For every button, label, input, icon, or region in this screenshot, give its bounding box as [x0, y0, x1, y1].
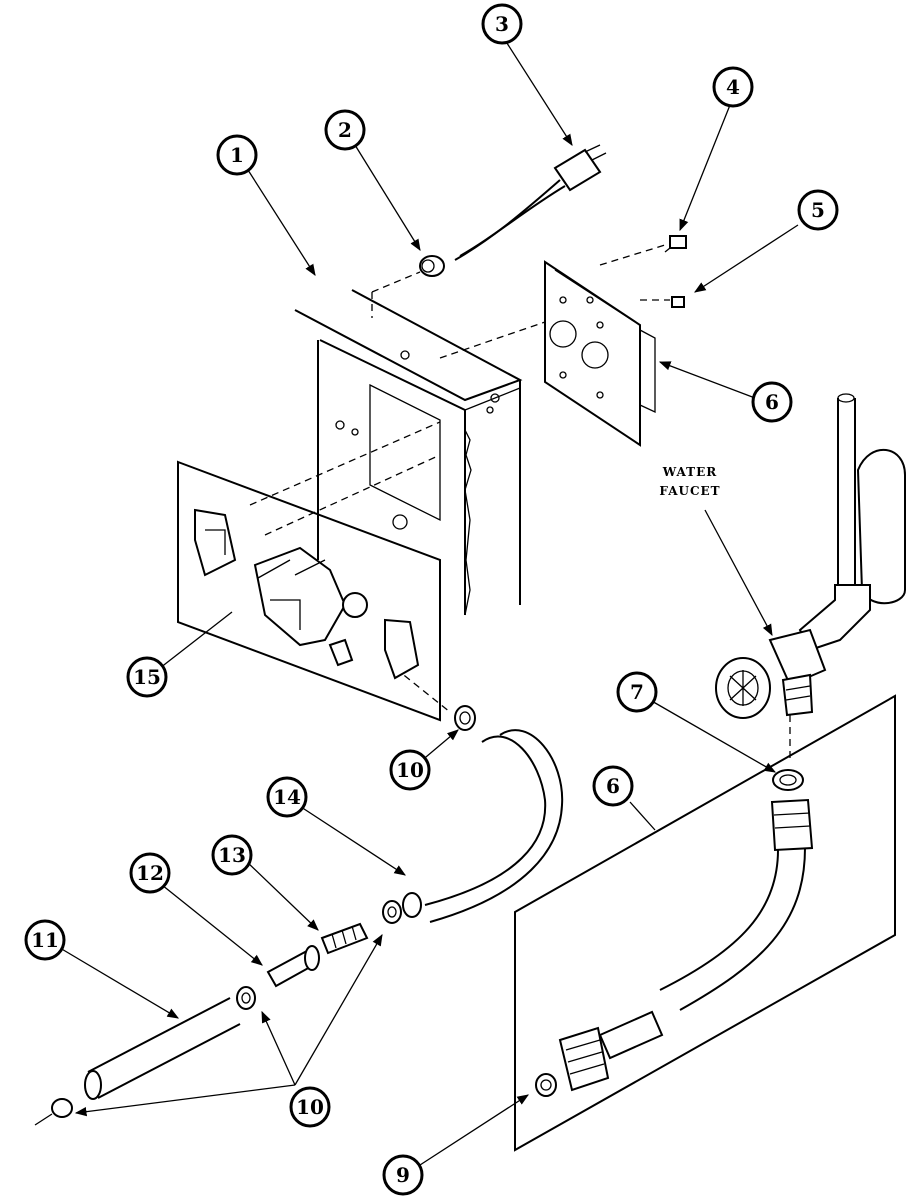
leader-lines	[54, 39, 799, 1166]
callout-3: 3	[481, 3, 523, 45]
callout-1: 1	[216, 134, 258, 176]
callout-7: 7	[616, 671, 658, 713]
water-faucet-label: WATER FAUCET	[659, 465, 720, 498]
svg-text:10: 10	[396, 758, 424, 782]
clamp-10-mid	[382, 900, 402, 924]
connector-13	[320, 922, 369, 955]
svg-text:2: 2	[338, 118, 352, 142]
svg-text:5: 5	[811, 198, 825, 222]
fill-hose-panel	[514, 694, 896, 1152]
valve-panel	[177, 460, 441, 722]
assembly-lines	[249, 244, 791, 760]
callout-4: 4	[712, 66, 754, 108]
power-cord-3	[454, 144, 607, 261]
svg-text:7: 7	[630, 680, 644, 704]
callout-6-top: 6	[751, 381, 793, 423]
callout-15: 15	[126, 656, 168, 698]
bushing-2	[419, 255, 445, 277]
callout-2: 2	[324, 109, 366, 151]
screw-4	[664, 235, 687, 253]
callout-5: 5	[797, 189, 839, 231]
callout-10-bottom: 10	[289, 1086, 331, 1128]
callout-12: 12	[129, 852, 171, 894]
callout-10-top: 10	[389, 749, 431, 791]
svg-text:6: 6	[606, 774, 620, 798]
hose-14	[402, 729, 564, 923]
svg-text:1: 1	[230, 143, 244, 167]
elbow-12	[266, 945, 320, 988]
svg-text:4: 4	[726, 75, 740, 99]
svg-text:13: 13	[218, 843, 246, 867]
receptacle-plate	[544, 260, 656, 447]
svg-text:12: 12	[136, 861, 164, 885]
callout-11: 11	[24, 919, 66, 961]
svg-text:WATER: WATER	[662, 465, 717, 479]
svg-text:6: 6	[765, 390, 779, 414]
clamp-10-end	[34, 1098, 73, 1126]
callout-6-bottom: 6	[592, 765, 634, 807]
callout-14: 14	[266, 776, 308, 818]
cabinet-corner	[294, 289, 523, 616]
callout-13: 13	[211, 834, 253, 876]
svg-text:11: 11	[31, 928, 59, 952]
tube-11	[84, 997, 241, 1100]
svg-text:10: 10	[296, 1095, 324, 1119]
screw-5	[671, 296, 685, 308]
svg-text:9: 9	[396, 1163, 410, 1187]
svg-text:3: 3	[495, 12, 509, 36]
water-faucet	[715, 393, 906, 719]
svg-text:FAUCET: FAUCET	[659, 484, 720, 498]
callout-9: 9	[382, 1154, 424, 1196]
svg-text:14: 14	[273, 785, 301, 809]
clamp-10-low	[236, 986, 256, 1010]
clamp-10-top	[454, 705, 476, 731]
svg-text:15: 15	[133, 665, 161, 689]
